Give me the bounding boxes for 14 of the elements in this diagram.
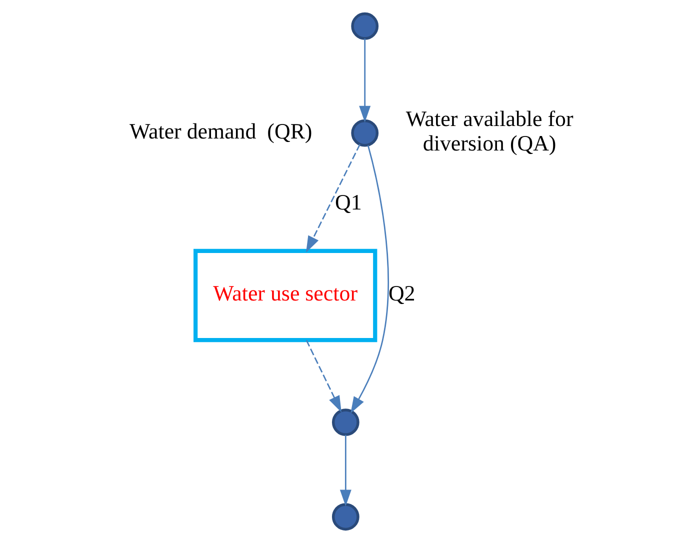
edge-label: Q2 [388,280,415,306]
arrow [358,38,370,122]
arrow [305,340,341,412]
node-box: Water use sector [193,248,377,342]
node-circle [350,12,378,40]
arrow [306,144,360,253]
node-circle [350,119,378,147]
edge-label: Q1 [334,190,362,215]
arrow [350,145,388,414]
arrow [339,434,351,506]
node-label: Water available for diversion (QA) [405,106,573,156]
node-circle [331,408,359,436]
node-circle [331,503,359,531]
label: Water demand (QR) [129,118,312,144]
